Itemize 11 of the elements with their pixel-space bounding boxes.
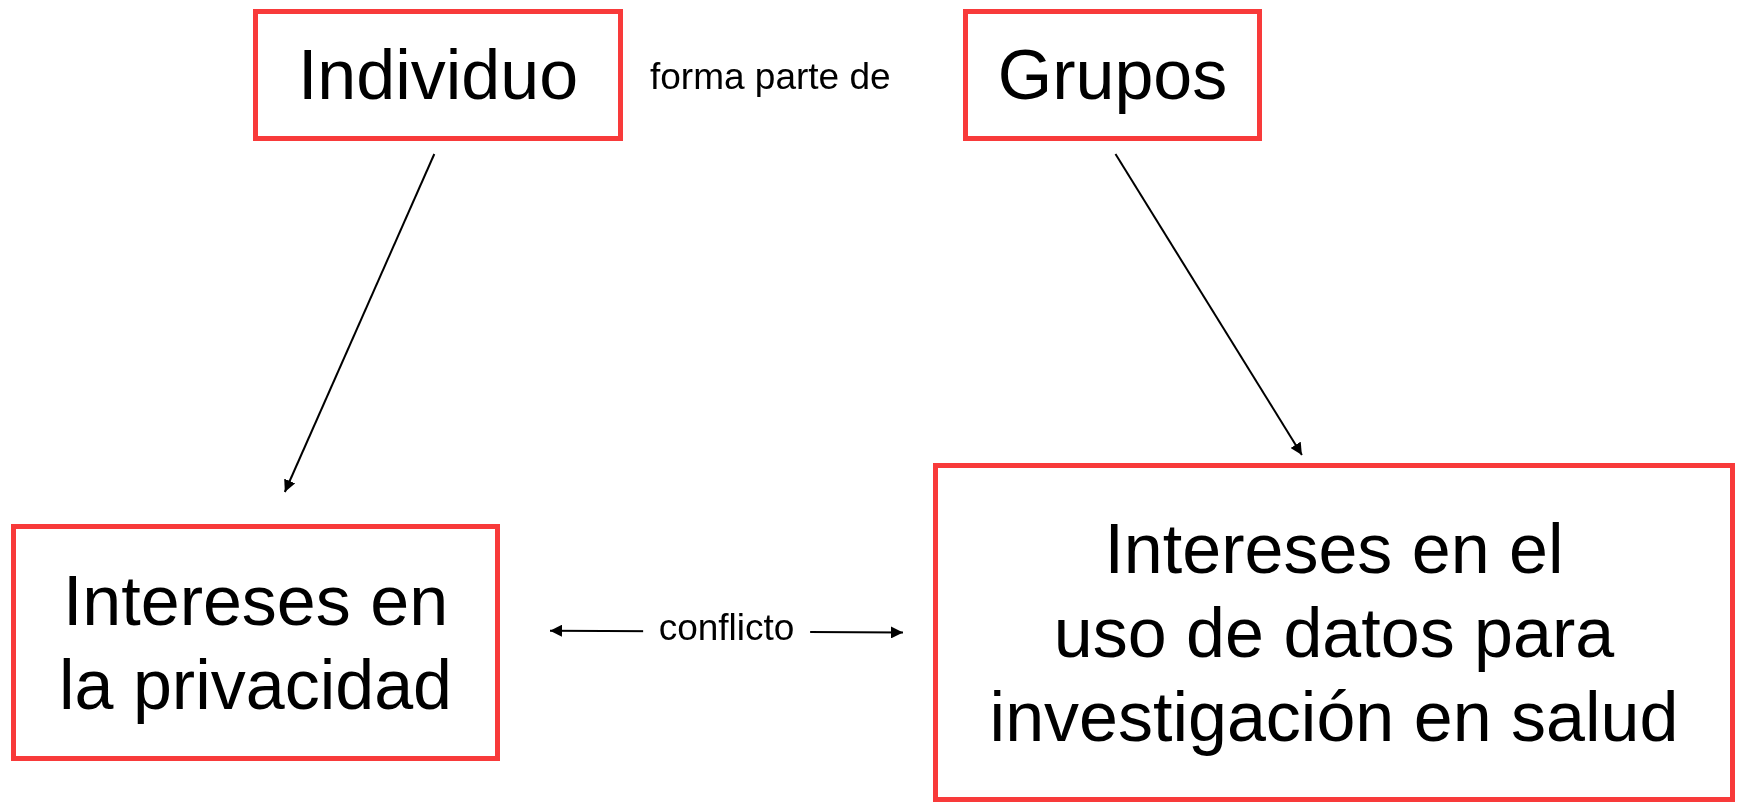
- relation-label: forma parte de: [650, 58, 891, 95]
- box-text: Grupos: [997, 35, 1228, 116]
- arrow: [283, 153, 436, 493]
- concept-box: [253, 9, 623, 141]
- concept-box: [963, 9, 1262, 141]
- box-text: Intereses en la privacidad: [58, 560, 453, 726]
- arrow: [1114, 153, 1303, 456]
- box-text: Intereses en el uso de datos para investigación en salud: [988, 508, 1680, 758]
- concept-box: [933, 463, 1735, 802]
- concept-box: [11, 524, 500, 761]
- box-text: Individuo: [297, 35, 579, 116]
